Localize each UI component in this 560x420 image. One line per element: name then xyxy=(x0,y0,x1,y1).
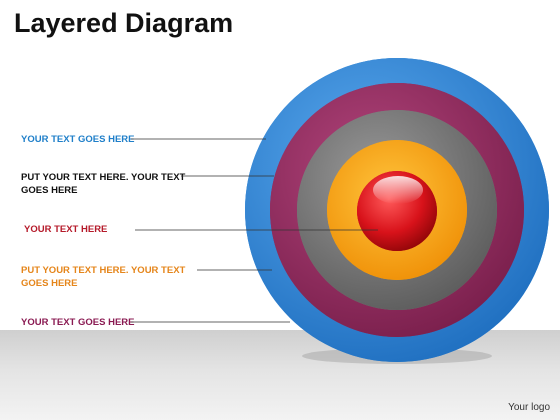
logo-text: Your logo xyxy=(508,402,550,413)
label-layer-2: PUT YOUR TEXT HERE. YOUR TEXT GOES HERE xyxy=(21,172,186,196)
center-ball-highlight xyxy=(373,176,423,204)
label-layer-3: YOUR TEXT HERE xyxy=(24,224,108,235)
label-layer-1: YOUR TEXT GOES HERE xyxy=(21,134,135,145)
page-title: Layered Diagram xyxy=(14,8,234,38)
label-layer-4: PUT YOUR TEXT HERE. YOUR TEXT GOES HERE xyxy=(21,265,186,289)
label-layer-5: YOUR TEXT GOES HERE xyxy=(21,317,135,328)
